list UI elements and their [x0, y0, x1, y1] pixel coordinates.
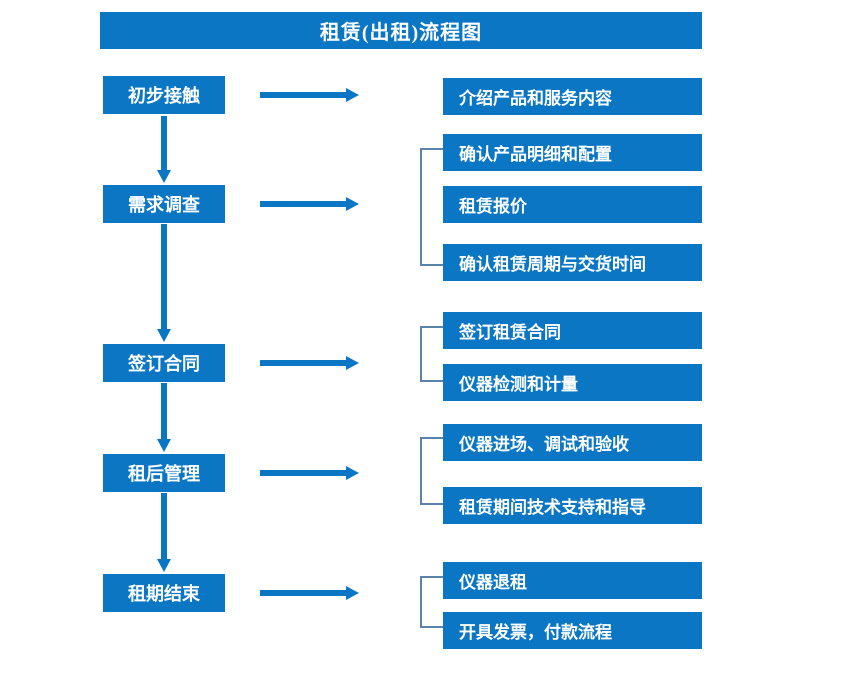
- flow-arrow-down-4: [153, 493, 175, 573]
- flow-arrow-right-2: [260, 194, 360, 214]
- detail-box-4[interactable]: 确认租赁周期与交货时间: [443, 244, 702, 281]
- flow-arrow-right-3: [260, 353, 360, 373]
- stage-box-3[interactable]: 签订合同: [103, 344, 225, 382]
- detail-box-10[interactable]: 开具发票，付款流程: [443, 612, 702, 649]
- flow-arrow-right-1: [260, 85, 360, 105]
- stage-box-4[interactable]: 租后管理: [103, 454, 225, 492]
- stage-box-5[interactable]: 租期结束: [103, 574, 225, 612]
- flow-arrow-right-5: [260, 583, 360, 603]
- flow-arrow-down-2: [153, 224, 175, 343]
- stage-box-2[interactable]: 需求调查: [103, 185, 225, 223]
- diagram-title: 租赁(出租)流程图: [100, 12, 702, 49]
- detail-box-9[interactable]: 仪器退租: [443, 562, 702, 599]
- detail-box-5[interactable]: 签订租赁合同: [443, 312, 702, 349]
- group-bracket-3: [420, 437, 444, 505]
- flow-arrow-right-4: [260, 463, 360, 483]
- group-bracket-2: [420, 326, 444, 382]
- group-bracket-4: [420, 576, 444, 628]
- detail-box-6[interactable]: 仪器检测和计量: [443, 364, 702, 401]
- stage-box-1[interactable]: 初步接触: [103, 76, 225, 114]
- detail-box-8[interactable]: 租赁期间技术支持和指导: [443, 487, 702, 524]
- detail-box-1[interactable]: 介绍产品和服务内容: [443, 78, 702, 115]
- flow-arrow-down-1: [153, 116, 175, 184]
- group-bracket-1: [420, 148, 444, 266]
- detail-box-2[interactable]: 确认产品明细和配置: [443, 134, 702, 171]
- flow-arrow-down-3: [153, 383, 175, 453]
- detail-box-3[interactable]: 租赁报价: [443, 186, 702, 223]
- detail-box-7[interactable]: 仪器进场、调试和验收: [443, 424, 702, 461]
